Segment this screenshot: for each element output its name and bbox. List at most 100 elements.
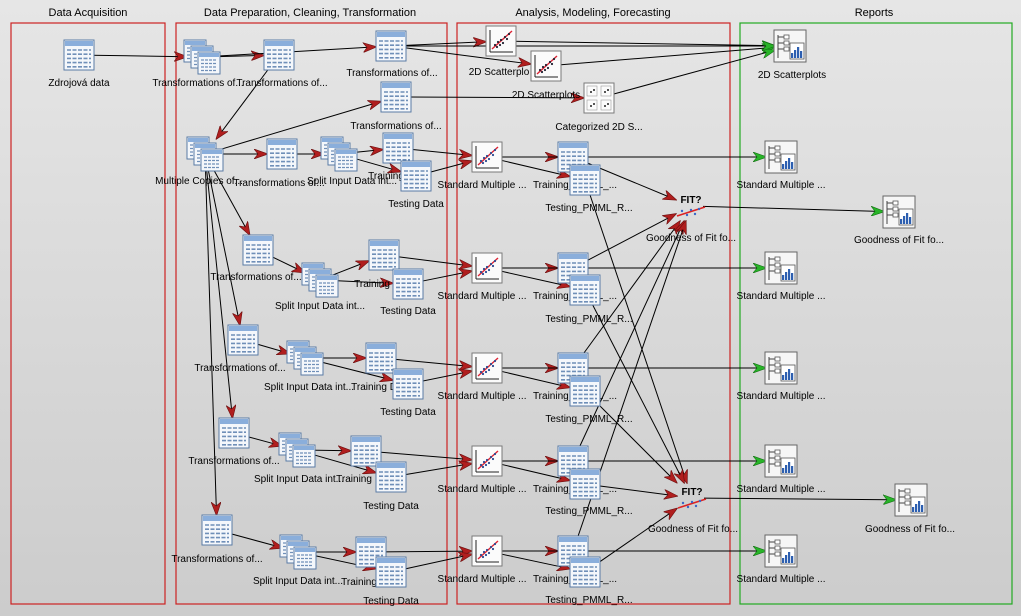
workflow-node[interactable]: Transformations of...: [194, 324, 286, 374]
workflow-node[interactable]: Standard Multiple ...: [438, 252, 527, 302]
workflow-node[interactable]: Standard Multiple ...: [438, 535, 527, 585]
data-flow-arrow[interactable]: [205, 165, 232, 417]
data-flow-arrow[interactable]: [269, 255, 304, 272]
workflow-node[interactable]: Standard Multiple ...: [737, 351, 826, 402]
data-flow-arrow[interactable]: [402, 47, 530, 64]
workflow-node[interactable]: Transformations of...: [188, 417, 280, 467]
workflow-node[interactable]: Multiple Copies of...: [155, 136, 243, 187]
data-flow-arrow[interactable]: [419, 371, 471, 383]
data-flow-arrow[interactable]: [206, 165, 239, 324]
panel: Data Preparation, Cleaning, Transformati…: [175, 7, 448, 605]
workflow-node[interactable]: Testing Data: [363, 556, 419, 607]
workflow-node[interactable]: FIT?Goodness of Fit fo...: [646, 195, 736, 244]
workflow-node[interactable]: FIT?Goodness of Fit fo...: [648, 487, 738, 535]
data-flow-arrow[interactable]: [498, 463, 569, 480]
data-flow-arrow[interactable]: [581, 222, 680, 357]
workflow-node[interactable]: Testing_PMML_R...: [545, 556, 633, 606]
report-link-arrow[interactable]: [702, 205, 883, 211]
workflow-node[interactable]: Transformations of...: [233, 138, 325, 189]
data-flow-arrow[interactable]: [402, 464, 471, 476]
data-flow-arrow[interactable]: [402, 555, 471, 570]
data-flow-arrow[interactable]: [588, 191, 687, 482]
data-flow-arrow[interactable]: [377, 451, 471, 460]
data-flow-arrow[interactable]: [409, 148, 471, 155]
workflow-node[interactable]: Standard Multiple ...: [438, 141, 527, 191]
workflow-node[interactable]: Transformations of...: [236, 39, 328, 89]
data-flow-arrow[interactable]: [382, 551, 471, 552]
data-flow-arrow[interactable]: [402, 42, 485, 46]
data-flow-arrow[interactable]: [578, 222, 684, 450]
workflow-node[interactable]: Standard Multiple ...: [737, 140, 826, 191]
workflow-node[interactable]: Transformations of...: [346, 30, 438, 79]
data-flow-arrow[interactable]: [392, 358, 471, 366]
workflow-node[interactable]: Goodness of Fit fo...: [865, 483, 955, 535]
workflow-node[interactable]: Standard Multiple ...: [737, 534, 826, 585]
data-flow-arrow[interactable]: [407, 97, 583, 98]
data-flow-arrow[interactable]: [498, 553, 569, 569]
node-label: Testing_PMML_R...: [545, 506, 632, 517]
data-flow-arrow[interactable]: [419, 271, 471, 283]
workflow-node[interactable]: Split Input Data int...: [254, 432, 344, 485]
workflow-node[interactable]: 2D Scatterplots: [758, 29, 826, 81]
workflow-node[interactable]: Transformations of...: [171, 514, 263, 565]
workflow-node[interactable]: Training Data: [354, 239, 414, 290]
data-flow-arrow[interactable]: [245, 435, 281, 445]
workflow-node[interactable]: Goodness of Fit fo...: [854, 195, 944, 246]
workflow-node[interactable]: Testing_PMML_R...: [545, 274, 633, 325]
workflow-node[interactable]: Split Input Data int...: [264, 340, 354, 393]
data-flow-arrow[interactable]: [228, 532, 282, 547]
data-flow-arrow[interactable]: [331, 261, 368, 276]
report-link-arrow[interactable]: [557, 47, 774, 66]
data-flow-arrow[interactable]: [498, 159, 569, 176]
data-flow-arrow[interactable]: [350, 156, 400, 171]
workflow-node[interactable]: Split Input Data int...: [307, 136, 397, 187]
workflow-node[interactable]: Testing_PMML_R...: [545, 375, 633, 425]
workflow-node[interactable]: Transformations of...: [350, 81, 442, 132]
workflow-node[interactable]: Transformations of...: [152, 39, 244, 89]
workflow-node[interactable]: Standard Multiple ...: [737, 444, 826, 495]
report-link-arrow[interactable]: [703, 498, 895, 500]
data-flow-arrow[interactable]: [90, 55, 186, 57]
data-flow-arrow[interactable]: [308, 450, 350, 451]
data-flow-arrow[interactable]: [216, 102, 380, 151]
data-flow-arrow[interactable]: [596, 485, 676, 496]
data-flow-arrow[interactable]: [254, 343, 289, 353]
workflow-node[interactable]: Split Input Data int...: [253, 534, 343, 587]
panel: Analysis, Modeling, Forecasting: [456, 7, 731, 605]
workflow-node[interactable]: Split Input Data int...: [275, 262, 365, 312]
data-flow-arrow[interactable]: [498, 370, 569, 387]
data-flow-arrow[interactable]: [316, 360, 392, 380]
workflow-node[interactable]: Testing_PMML_R...: [545, 468, 633, 517]
workflow-node[interactable]: Categorized 2D S...: [555, 82, 643, 133]
report-link-arrow[interactable]: [610, 50, 774, 96]
workflow-node[interactable]: Training Data: [368, 132, 428, 182]
workflow-node[interactable]: Transformations of...: [210, 234, 302, 283]
workflow-node[interactable]: Testing Data: [380, 268, 436, 317]
data-flow-arrow[interactable]: [395, 256, 471, 266]
data-flow-arrow[interactable]: [498, 270, 569, 287]
data-flow-arrow[interactable]: [584, 214, 675, 263]
data-flow-arrow[interactable]: [213, 55, 263, 56]
workflow-node[interactable]: 2D Scatterplots: [512, 50, 580, 101]
workflow-node[interactable]: 2D Scatterplo: [469, 25, 530, 78]
data-flow-arrow[interactable]: [217, 66, 271, 138]
workflow-node[interactable]: Standard Multiple ...: [737, 251, 826, 302]
data-flow-arrow[interactable]: [590, 301, 684, 482]
data-flow-arrow[interactable]: [331, 281, 392, 284]
data-flow-arrow[interactable]: [204, 165, 216, 514]
workflow-node[interactable]: Testing Data: [388, 160, 444, 210]
workflow-node[interactable]: Training Data: [336, 435, 396, 485]
workflow-node[interactable]: Testing_PMML_R...: [545, 164, 633, 214]
data-flow-arrow[interactable]: [308, 452, 375, 472]
workflow-node[interactable]: Testing Data: [380, 368, 436, 418]
data-flow-arrow[interactable]: [211, 165, 250, 234]
workflow-node[interactable]: Testing Data: [363, 461, 419, 512]
data-flow-arrow[interactable]: [596, 509, 676, 565]
workflow-node[interactable]: Standard Multiple ...: [438, 445, 527, 495]
workflow-node[interactable]: Training Data: [351, 342, 411, 393]
workflow-node[interactable]: Standard Multiple ...: [438, 352, 527, 402]
data-flow-arrow[interactable]: [427, 161, 471, 174]
report-link-arrow[interactable]: [512, 41, 774, 46]
data-flow-arrow[interactable]: [596, 402, 676, 482]
workflow-node[interactable]: Zdrojová data: [48, 39, 110, 89]
